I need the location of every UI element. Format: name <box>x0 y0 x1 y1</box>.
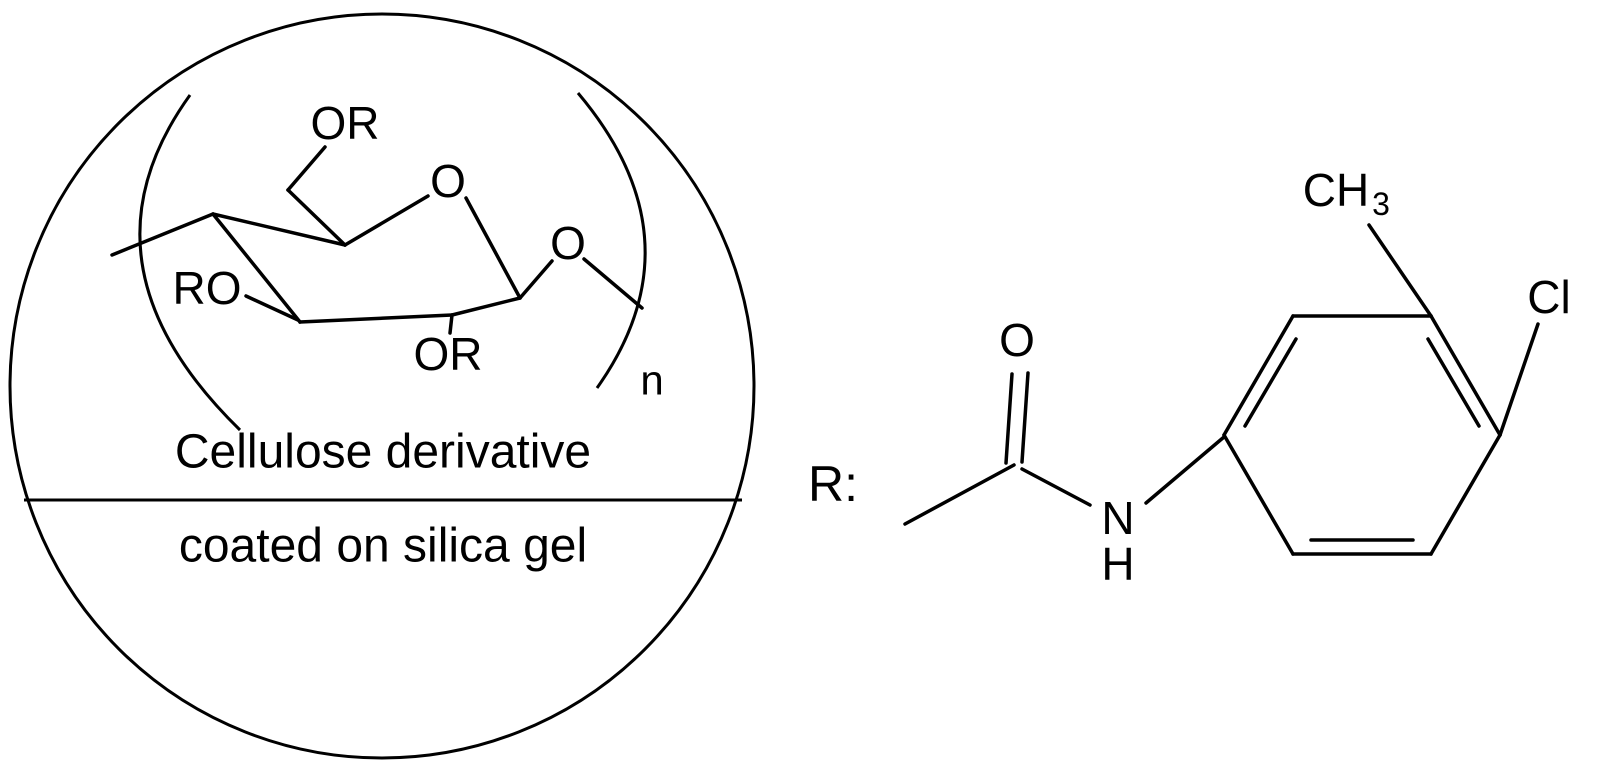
bond-c5-ring-oxygen <box>343 194 430 247</box>
benzene-edge-1-2 <box>1222 314 1295 437</box>
caption-cellulose-derivative: Cellulose derivative <box>175 426 591 479</box>
chlorine-label: Cl <box>1527 271 1570 323</box>
benzene-double-3-4 <box>1426 337 1481 428</box>
bond-ring-oxygen-c1 <box>464 196 522 300</box>
methyl-label: CH <box>1303 164 1369 216</box>
bond-c4-c5 <box>211 212 347 247</box>
or-bottom-label: OR <box>414 328 483 380</box>
repeat-n-subscript: n <box>640 357 663 404</box>
bond-c2-c3 <box>298 313 454 324</box>
bond-c2-or-bottom <box>448 313 454 335</box>
bond-c1-c2 <box>450 296 522 317</box>
bond-glycosidic-oxygen-next-unit <box>582 257 644 310</box>
cellulose-bead-group: n OR O O RO OR Ce <box>8 12 756 760</box>
bond-c3-c4 <box>211 212 302 324</box>
silica-bead-circle <box>8 12 756 760</box>
bond-or-top-c6 <box>286 145 327 192</box>
r-definition-label: R: <box>808 456 858 512</box>
r-substituent-group: R: O N H CH 3 <box>808 164 1571 590</box>
bond-carbonyl-double-1 <box>1004 372 1014 465</box>
benzene-edge-6-1 <box>1222 433 1295 556</box>
bond-c6-c5 <box>286 188 347 247</box>
bond-c1-glycosidic-oxygen <box>518 259 554 300</box>
ring-oxygen-label: O <box>430 155 466 207</box>
bond-carbonyl-double-2 <box>1020 371 1030 464</box>
nitrogen-label: N <box>1101 492 1134 544</box>
left-parenthesis <box>138 94 242 432</box>
glycosidic-oxygen-label: O <box>550 217 586 269</box>
or-top-label: OR <box>311 97 380 149</box>
bond-aryl-chlorine <box>1498 322 1540 437</box>
benzene-double-1-2 <box>1243 337 1298 428</box>
bond-chain-left-stub <box>110 212 215 257</box>
right-parenthesis <box>576 92 647 389</box>
caption-coated-on-silica-gel: coated on silica gel <box>179 520 587 573</box>
bond-aryl-methyl <box>1367 223 1433 318</box>
benzene-edge-4-5 <box>1429 433 1502 556</box>
nh-hydrogen-label: H <box>1101 538 1134 590</box>
bond-carbamate-stub <box>903 463 1016 526</box>
methyl-subscript: 3 <box>1372 186 1390 222</box>
ro-left-label: RO <box>173 262 242 314</box>
bond-ro-left-c3 <box>244 294 300 322</box>
bond-carbonyl-nitrogen <box>1020 467 1092 507</box>
benzene-edge-3-4 <box>1429 314 1502 437</box>
carbonyl-oxygen-label: O <box>999 314 1035 366</box>
bond-nitrogen-aryl <box>1144 435 1226 505</box>
